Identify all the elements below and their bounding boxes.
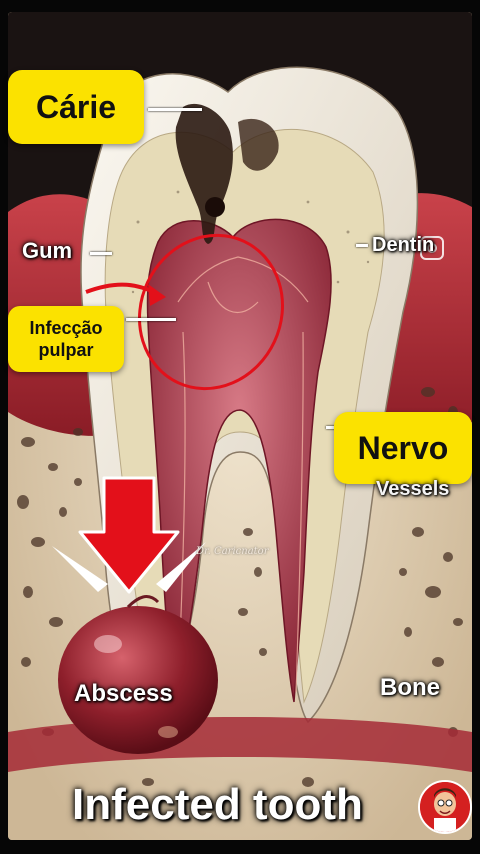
nervo-pointer-line [326,426,340,429]
infeccao-label-line2: pulpar [38,340,94,360]
carie-pointer-line [148,108,202,111]
dentin-label: Dentin [372,234,435,256]
carie-label: Cárie [35,88,117,125]
down-arrow-icon [78,476,180,594]
infeccao-pulpar-tag: Infecção pulpar [8,306,124,372]
nervo-label: Nervo [357,429,449,466]
infeccao-label-line1: Infecção [29,318,103,338]
vessels-label: Vessels [376,478,450,500]
infeccao-pointer-line [126,318,176,321]
abscess-label: Abscess [74,680,173,707]
watermark: Dr. Caricnator [196,546,269,557]
gum-pointer-line [90,252,112,255]
video-caption: Infected tooth [72,780,363,829]
nervo-tag: Nervo [334,412,472,484]
dentin-pointer-line [356,244,368,247]
carie-tag: Cárie [8,70,144,144]
instagram-icon [420,236,444,260]
bone-label: Bone [380,674,440,701]
mascot-avatar-icon [418,780,472,834]
gum-label: Gum [22,238,73,263]
